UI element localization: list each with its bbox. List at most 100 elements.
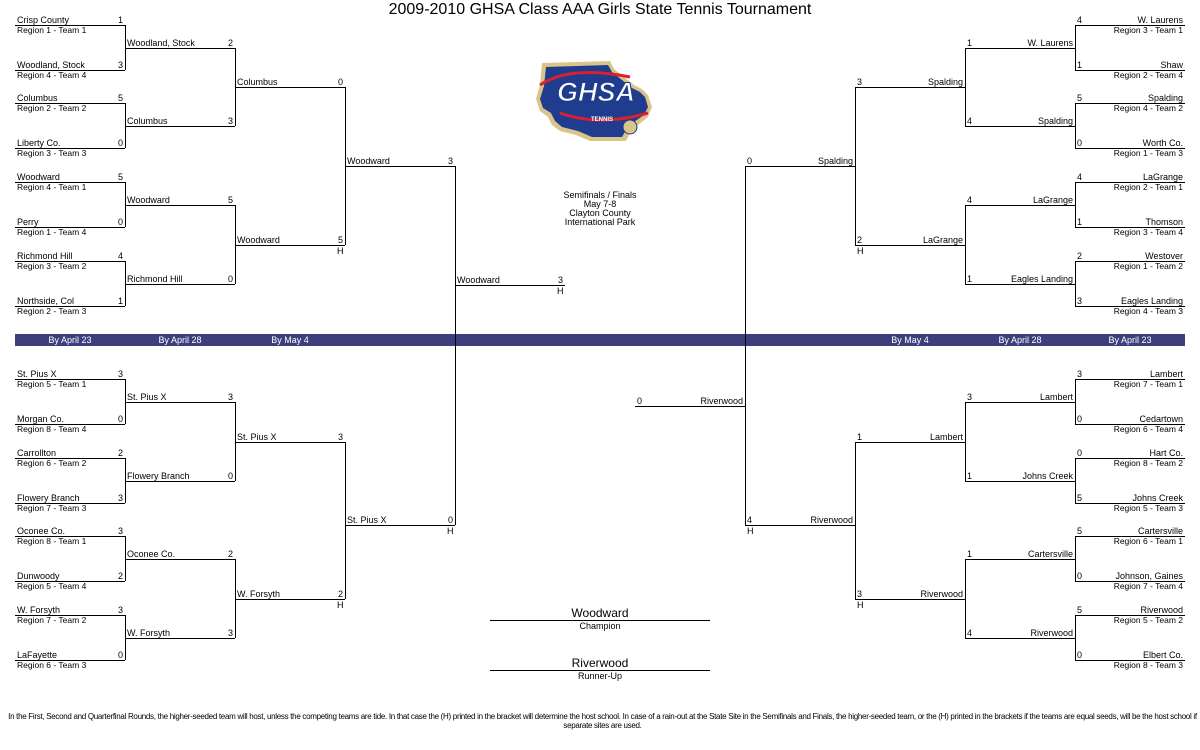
top-left-r1-slot-region: Region 1 - Team 4	[17, 227, 87, 237]
final-right-slot-line	[635, 406, 745, 407]
bottom-left-r2-slot-team: Flowery Branch	[127, 471, 190, 481]
top-right-semifinal-slot-team: Spalding	[817, 156, 853, 166]
champion-name: Woodward	[571, 606, 629, 620]
top-left-r1-slot-line	[15, 70, 125, 71]
bottom-left-r1-slot-region: Region 5 - Team 1	[17, 379, 87, 389]
top-right-r1-slot-line	[1075, 148, 1185, 149]
top-left-r2-slot-score: 2	[227, 38, 233, 48]
top-left-semifinal-slot-team: Woodward	[347, 156, 390, 166]
top-right-r1-slot-team: Eagles Landing	[1120, 296, 1183, 306]
bottom-left-r1-slot-line	[15, 379, 125, 380]
top-right-r3-slot-team: LaGrange	[922, 235, 963, 245]
bottom-right-r1-slot-team: Cedartown	[1139, 414, 1183, 424]
bottom-left-r1-slot-team: Dunwoody	[17, 571, 60, 581]
top-left-r1-slot-line	[15, 25, 125, 26]
bottom-right-r1-connector	[1075, 536, 1076, 581]
bottom-right-r1-slot-team: Riverwood	[1140, 605, 1183, 615]
bottom-right-r1-slot-region: Region 7 - Team 1	[1113, 379, 1183, 389]
top-left-r2-slot-line	[125, 284, 235, 285]
bottom-left-r3-slot-team: W. Forsyth	[237, 589, 281, 599]
top-right-r1-slot-team: Spalding	[1147, 93, 1183, 103]
bottom-left-r2-slot-line	[125, 638, 235, 639]
top-left-r1-slot-team: Woodward	[17, 172, 60, 182]
top-right-r2-slot-team: Spalding	[1037, 116, 1073, 126]
top-right-r1-slot-region: Region 4 - Team 2	[1113, 103, 1183, 113]
bottom-right-r3-slot-score: 1	[857, 432, 863, 442]
top-right-r3-slot-score: 2	[857, 235, 863, 245]
round-deadline-banner: By April 23 By April 28 By May 4 By May …	[15, 334, 1185, 346]
bottom-left-r1-slot-region: Region 7 - Team 2	[17, 615, 87, 625]
bottom-left-r2-connector	[235, 402, 236, 481]
bottom-right-r1-slot-score: 5	[1077, 526, 1083, 536]
top-left-r1-slot-score: 0	[117, 217, 123, 227]
bottom-right-r1-slot-line	[1075, 615, 1185, 616]
bottom-left-semifinal-slot-host: H	[447, 526, 454, 536]
bottom-left-r3-slot-line	[235, 599, 345, 600]
top-left-r1-slot-line	[15, 227, 125, 228]
bottom-right-r1-slot-region: Region 8 - Team 3	[1113, 660, 1183, 670]
bottom-left-r1-slot-score: 0	[117, 650, 123, 660]
bottom-right-semifinal-slot-line	[745, 525, 855, 526]
top-left-r1-slot-score: 5	[117, 93, 123, 103]
top-left-semifinal-slot-score: 3	[447, 156, 453, 166]
top-left-r1-slot-region: Region 4 - Team 1	[17, 182, 87, 192]
top-left-r2-slot-line	[125, 126, 235, 127]
top-left-r2-slot-line	[125, 48, 235, 49]
bottom-right-r3-slot-line	[855, 442, 965, 443]
bottom-left-r1-slot-region: Region 7 - Team 3	[17, 503, 87, 513]
top-left-r3-slot-line	[235, 245, 345, 246]
bottom-right-r1-slot-team: Cartersville	[1137, 526, 1183, 536]
bottom-right-r1-slot-line	[1075, 536, 1185, 537]
top-right-r1-slot-team: Worth Co.	[1142, 138, 1183, 148]
bottom-left-r2-slot-score: 3	[227, 628, 233, 638]
top-right-r1-slot-region: Region 3 - Team 1	[1113, 25, 1183, 35]
top-left-r1-slot-score: 1	[117, 296, 123, 306]
bottom-right-r2-slot-score: 1	[967, 471, 973, 481]
bottom-right-r1-slot-region: Region 5 - Team 3	[1113, 503, 1183, 513]
top-right-r1-connector	[1075, 261, 1076, 306]
final-left-slot-score: 3	[557, 275, 563, 285]
top-left-r1-slot-team: Woodland, Stock	[17, 60, 85, 70]
bottom-right-r2-slot-score: 1	[967, 549, 973, 559]
bottom-left-r1-connector	[125, 379, 126, 424]
top-left-r2-slot-team: Woodward	[127, 195, 170, 205]
final-left-slot-host: H	[557, 286, 564, 296]
top-right-r1-slot-team: LaGrange	[1142, 172, 1183, 182]
top-right-r2-connector	[965, 205, 966, 284]
bottom-right-r1-slot-region: Region 6 - Team 1	[1113, 536, 1183, 546]
venue-park: International Park	[564, 217, 636, 227]
top-left-r3-slot-team: Woodward	[237, 235, 280, 245]
top-right-r1-slot-line	[1075, 25, 1185, 26]
bottom-right-r2-connector	[965, 559, 966, 638]
top-right-r1-slot-team: Shaw	[1160, 60, 1183, 70]
bottom-left-r3-slot-score: 3	[337, 432, 343, 442]
bottom-left-r1-slot-score: 3	[117, 493, 123, 503]
bottom-right-r1-slot-team: Elbert Co.	[1142, 650, 1183, 660]
top-right-semifinal-slot-line	[745, 166, 855, 167]
bottom-right-r1-slot-line	[1075, 424, 1185, 425]
bottom-left-r2-slot-team: St. Pius X	[127, 392, 167, 402]
bottom-right-r3-slot-score: 3	[857, 589, 863, 599]
top-left-r1-connector	[125, 25, 126, 70]
bottom-right-r1-slot-line	[1075, 379, 1185, 380]
champion-line	[490, 620, 710, 621]
bottom-right-semifinal-slot-host: H	[747, 526, 754, 536]
bottom-right-r1-slot-score: 5	[1077, 605, 1083, 615]
deadline-left-r2: By April 28	[158, 335, 202, 345]
bottom-right-r1-connector	[1075, 458, 1076, 503]
bottom-right-semifinal-slot-score: 4	[747, 515, 753, 525]
bottom-right-r1-slot-region: Region 5 - Team 2	[1113, 615, 1183, 625]
bottom-right-r2-slot-score: 3	[967, 392, 973, 402]
top-left-r2-slot-line	[125, 205, 235, 206]
bottom-right-r1-connector	[1075, 379, 1076, 424]
bottom-left-r1-connector	[125, 615, 126, 660]
bottom-right-r2-slot-team: Cartersville	[1027, 549, 1073, 559]
bottom-left-r1-slot-score: 3	[117, 526, 123, 536]
top-right-semifinal-slot-score: 0	[747, 156, 753, 166]
top-left-r1-slot-region: Region 3 - Team 2	[17, 261, 87, 271]
top-left-r1-slot-score: 0	[117, 138, 123, 148]
bottom-left-r1-slot-line	[15, 581, 125, 582]
top-right-r1-slot-team: Westover	[1145, 251, 1183, 261]
bottom-left-r1-slot-team: W. Forsyth	[17, 605, 61, 615]
top-left-r3-slot-score: 5	[337, 235, 343, 245]
